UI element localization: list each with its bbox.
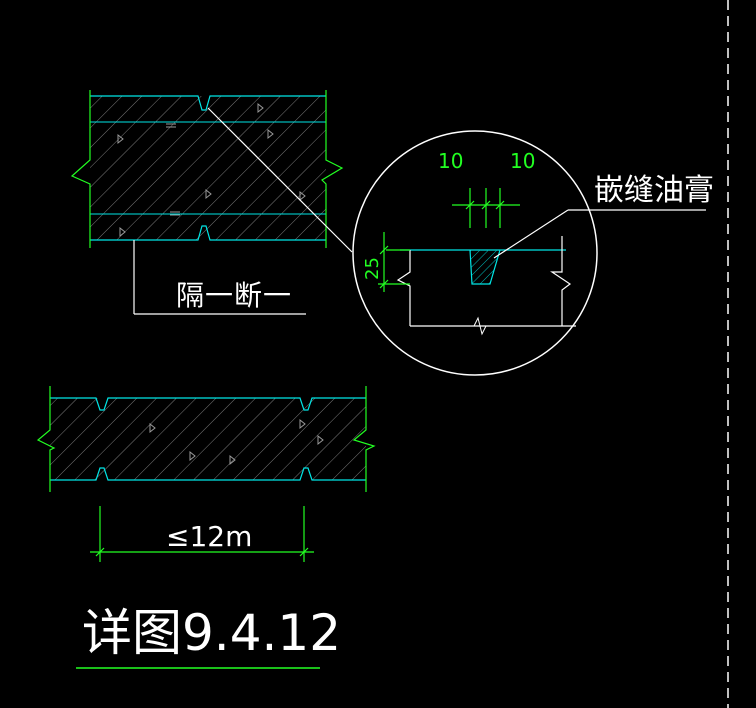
dim-width-left: 10 [438,149,463,173]
spacing-label: 隔一断一 [176,279,292,312]
detail-joint-section [396,236,576,336]
joint-material-label: 嵌缝油膏 [594,173,714,208]
spacing-leader [133,240,306,315]
dim-width-right: 10 [510,149,535,173]
detail-leader [207,107,353,253]
material-leader [493,209,706,259]
span-dimension [90,506,314,562]
dim-depth: 25 [362,257,383,280]
detail-dimensions [378,188,520,292]
drawing-title: 详图9.4.12 [82,604,341,662]
detail-circle [352,130,598,376]
top-slab [70,90,344,248]
span-dimension-label: ≤12m [166,520,252,553]
bottom-slab [36,386,376,492]
